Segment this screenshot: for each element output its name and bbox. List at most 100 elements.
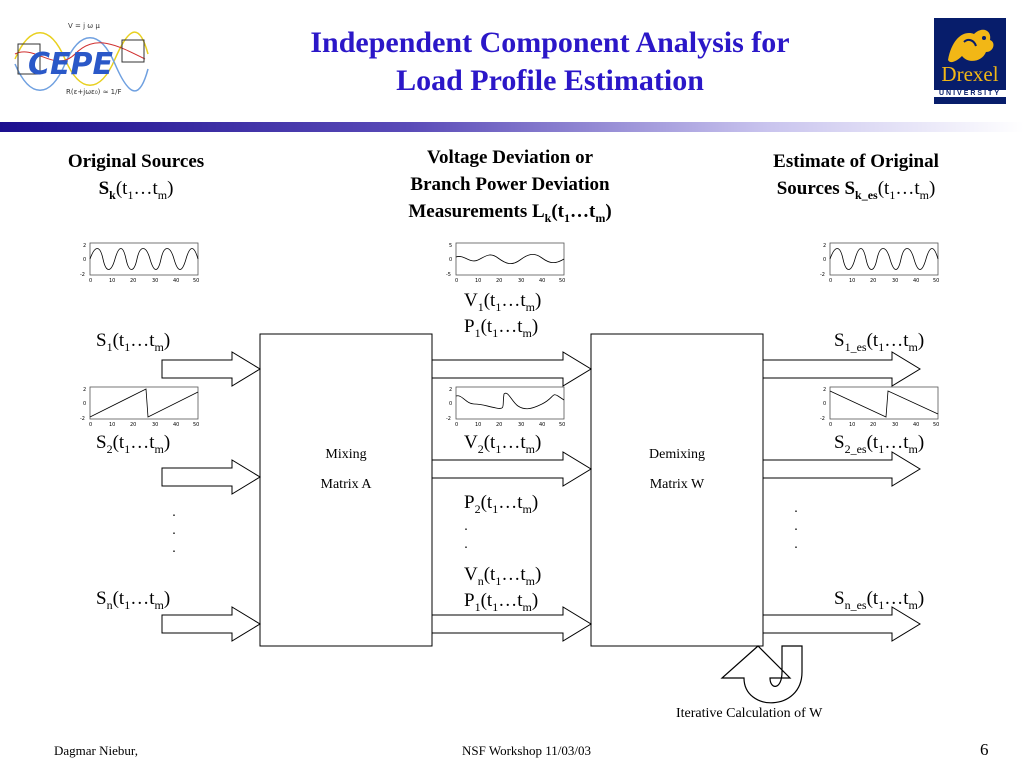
demixing-matrix-block [590, 333, 764, 647]
tick-y-top: 5 [449, 243, 452, 249]
arrow-s2 [161, 459, 261, 495]
tick-x-4: 40 [173, 422, 179, 428]
tick-y-top: 2 [83, 387, 86, 393]
tick-x-5: 50 [193, 278, 199, 284]
label-sn-es: Sn_es(t1…tm) [834, 588, 925, 612]
tick-x-4: 40 [913, 422, 919, 428]
tick-x-2: 20 [870, 422, 876, 428]
tick-x-4: 40 [913, 278, 919, 284]
iteration-loop-arrow [720, 645, 803, 704]
demixing-label-line-2: Matrix W [649, 477, 705, 492]
header-estimate-line-1: Estimate of Original [773, 151, 939, 172]
tick-y-mid: 0 [823, 401, 826, 407]
tick-y-bot: -5 [446, 272, 451, 278]
footer-event: NSF Workshop 11/03/03 [462, 743, 591, 758]
tick-x-1: 10 [475, 278, 481, 284]
label-vn: Vn(t1…tm) [464, 564, 542, 588]
drexel-name: Drexel [941, 62, 999, 86]
label-p1: P1(t1…tm) [464, 316, 539, 340]
tick-y-top: 2 [449, 387, 452, 393]
drexel-sub: UNIVERSITY [934, 90, 1006, 97]
header-measurements-line-2: Branch Power Deviation [410, 174, 610, 195]
plot-measurement-1: 5 0 -5 0 10 20 30 40 50 [446, 242, 565, 284]
tick-y-mid: 0 [83, 401, 86, 407]
tick-x-5: 50 [933, 278, 939, 284]
tick-x-0: 0 [829, 422, 832, 428]
demixing-label: Demixing Matrix W [591, 447, 763, 493]
header-estimate-word: Sources [776, 178, 840, 199]
mixing-label-line-1: Mixing [325, 447, 367, 462]
tick-x-4: 40 [539, 422, 545, 428]
tick-y-bot: -2 [80, 272, 85, 278]
tick-y-top: 2 [823, 243, 826, 249]
tick-x-0: 0 [455, 278, 458, 284]
drexel-logo: Drexel UNIVERSITY [934, 18, 1006, 104]
plot-measurement-2: 2 0 -2 0 10 20 30 40 50 [446, 386, 565, 428]
tick-y-bot: -2 [820, 272, 825, 278]
tick-y-mid: 0 [83, 257, 86, 263]
slide-title: Independent Component Analysis for Load … [240, 24, 860, 100]
tick-x-2: 20 [870, 278, 876, 284]
mixing-label: Mixing Matrix A [260, 447, 432, 493]
mixing-label-line-2: Matrix A [320, 477, 372, 492]
dots-sources: ... [172, 505, 176, 556]
arrow-ln [431, 606, 592, 642]
tick-x-3: 30 [518, 278, 524, 284]
tick-x-1: 10 [849, 422, 855, 428]
tick-x-4: 40 [539, 278, 545, 284]
dots-estimates: ... [794, 501, 798, 552]
tick-x-2: 20 [130, 278, 136, 284]
arrow-s1 [161, 351, 261, 387]
svg-text:V = j ω μ: V = j ω μ [68, 22, 100, 30]
tick-y-top: 2 [823, 387, 826, 393]
header-measurements-line-1: Voltage Deviation or [426, 147, 594, 168]
tick-x-1: 10 [109, 422, 115, 428]
plot-source-sine: 2 0 -2 0 10 20 30 40 50 [80, 242, 199, 284]
tick-y-bot: -2 [446, 416, 451, 422]
tick-x-3: 30 [152, 422, 158, 428]
label-pn: P1(t1…tm) [464, 590, 539, 614]
footer-author: Dagmar Niebur, [54, 743, 138, 758]
arrow-l2 [431, 451, 592, 487]
tick-y-mid: 0 [823, 257, 826, 263]
dots-measurements: .. [464, 519, 468, 552]
tick-x-1: 10 [849, 278, 855, 284]
tick-x-0: 0 [455, 422, 458, 428]
arrow-sn-es [762, 606, 921, 642]
arrow-s1-es [762, 351, 921, 387]
tick-x-3: 30 [518, 422, 524, 428]
tick-y-top: 2 [83, 243, 86, 249]
label-s2-es: S2_es(t1…tm) [834, 432, 925, 456]
tick-x-4: 40 [173, 278, 179, 284]
label-p2: P2(t1…tm) [464, 492, 539, 516]
header-measurements-line-3: Measurements Lk(t1…tm) [408, 201, 612, 225]
header-divider [0, 122, 1024, 132]
tick-x-2: 20 [130, 422, 136, 428]
label-s1: S1(t1…tm) [96, 330, 171, 354]
tick-y-mid: 0 [449, 401, 452, 407]
arrow-s2-es [762, 451, 921, 487]
header-estimate: Estimate of Original Sources Sk_es(t1…tm… [738, 148, 974, 209]
svg-text:R(ε+jωε₀) ≈ 1/F: R(ε+jωε₀) ≈ 1/F [66, 88, 122, 96]
tick-x-0: 0 [89, 422, 92, 428]
plot-source-sawtooth: 2 0 -2 0 10 20 30 40 50 [80, 386, 199, 428]
label-sn: Sn(t1…tm) [96, 588, 171, 612]
header-measurements-word: Measurements [408, 201, 528, 222]
page-number: 6 [980, 740, 989, 759]
tick-x-3: 30 [892, 278, 898, 284]
tick-x-2: 20 [496, 422, 502, 428]
tick-y-bot: -2 [80, 416, 85, 422]
iteration-label: Iterative Calculation of W [676, 706, 823, 721]
title-line-2: Load Profile Estimation [396, 64, 704, 97]
arrow-sn [161, 606, 261, 642]
header-original-sources-formula: Sk(t1…tm) [98, 178, 174, 202]
label-s2: S2(t1…tm) [96, 432, 171, 456]
header-original-sources: Original Sources Sk(t1…tm) [30, 148, 242, 209]
cepe-logo: V = j ω μ R(ε+jωε₀) ≈ 1/F CEPE [14, 22, 149, 96]
header-estimate-line-2: Sources Sk_es(t1…tm) [776, 178, 936, 202]
demixing-label-line-1: Demixing [649, 447, 705, 462]
header-measurements: Voltage Deviation or Branch Power Deviat… [370, 144, 650, 232]
tick-x-5: 50 [193, 422, 199, 428]
dragon-icon [948, 29, 994, 63]
